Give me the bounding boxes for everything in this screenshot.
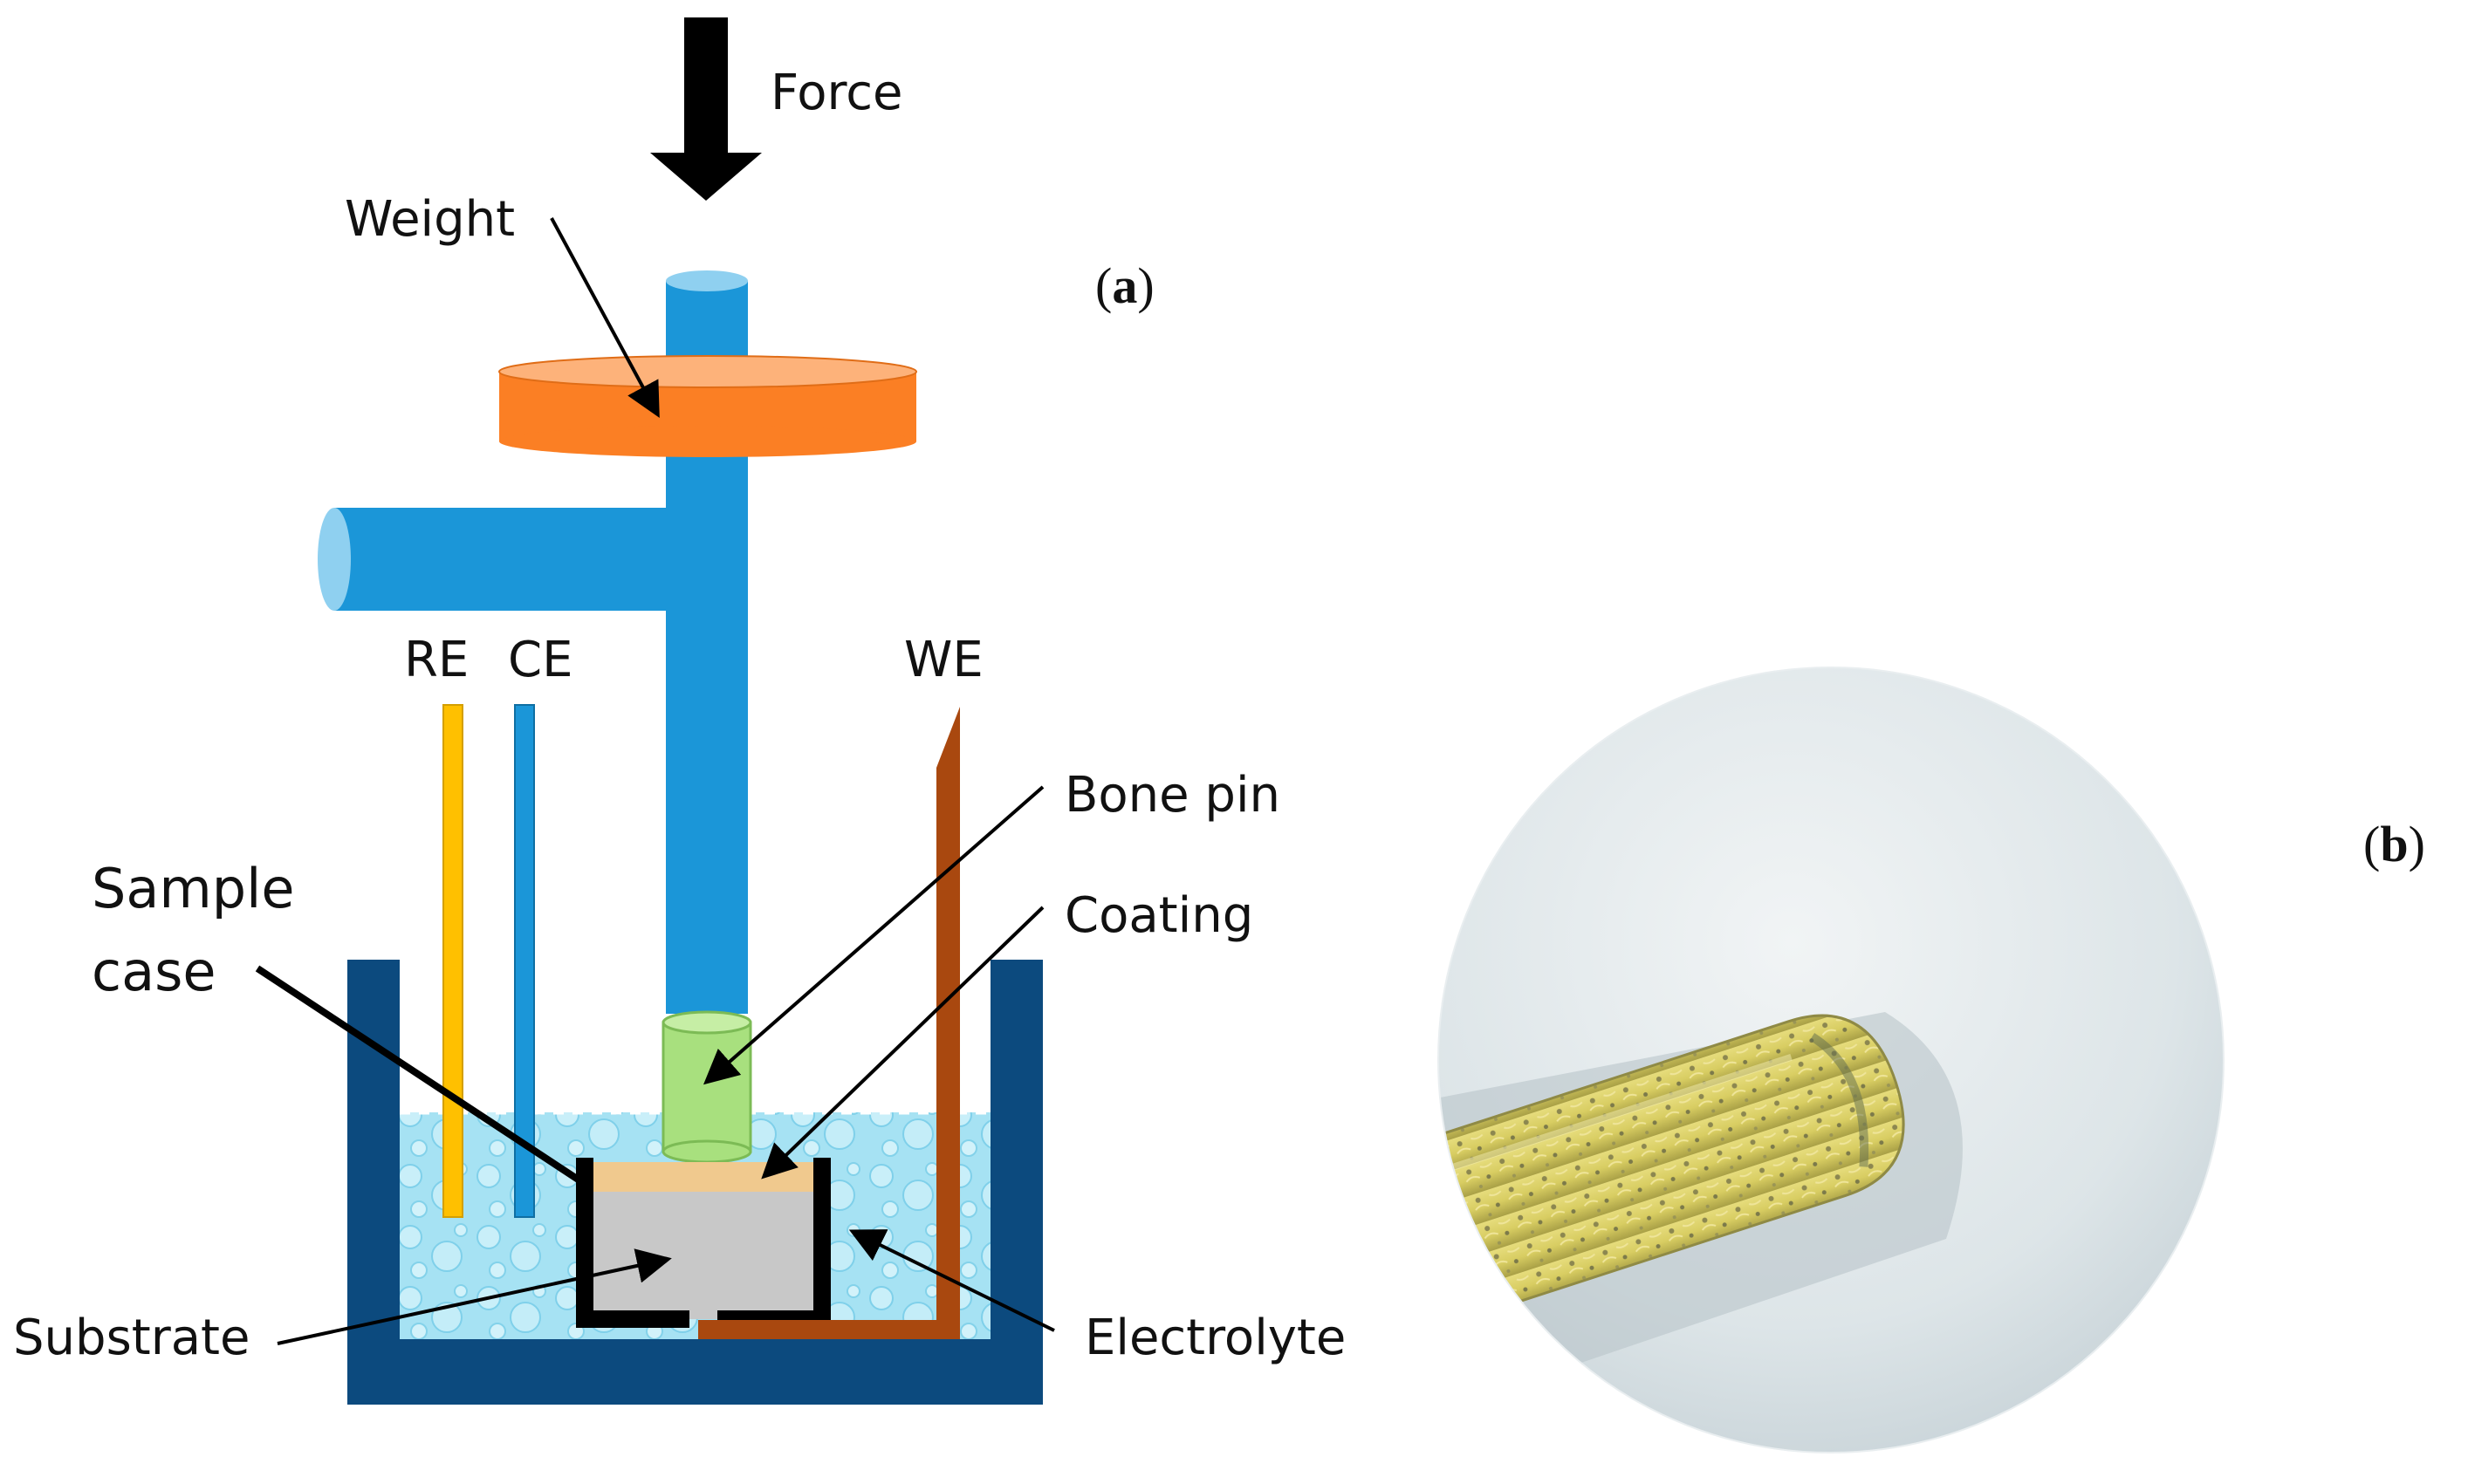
weight-label: Weight [345,191,515,248]
force-arrow [650,17,762,201]
panel-b-tag: (b) [2363,816,2425,872]
panel-a-diagram: Force Weight RE CE WE Bone pin Coating S… [13,17,1346,1405]
leader-lines [255,217,1055,1345]
panel-b-letter: b [2380,816,2408,872]
rod-horizontal-branch [318,508,666,611]
re-electrode [442,704,463,1218]
ce-electrode [514,704,535,1218]
substrate-leader [277,1248,672,1345]
photo-bone-pin [1438,1014,1905,1324]
force-label: Force [771,65,903,121]
weight-disc [498,355,917,457]
coating-leader [761,906,1045,1180]
bone-pin-leader [703,785,1045,1085]
tank [347,960,1043,1405]
panel-b-photo [1437,667,2225,1453]
re-label: RE [404,632,469,688]
panel-a-tag: (a) [1095,257,1155,314]
weight-leader [550,217,660,419]
bone-pin [662,1010,752,1164]
panel-a-open: ( [1095,257,1112,314]
electrolyte-label: Electrolyte [1085,1310,1346,1366]
sample-case-leader [255,965,582,1184]
sample-case-label-line2: case [92,940,216,1003]
sample-case [576,1158,831,1328]
panel-a-letter: a [1112,257,1137,314]
sample-case-label-line1: Sample [92,857,294,920]
electrolyte-leader [848,1229,1055,1332]
panel-b-open: ( [2363,816,2380,872]
substrate-label: Substrate [13,1310,250,1366]
we-label: WE [904,632,984,688]
panel-b-close: ) [2409,816,2425,872]
ce-label: CE [508,632,572,688]
coating-label: Coating [1065,887,1253,944]
panel-a-close: ) [1137,257,1154,314]
bone-pin-label: Bone pin [1065,767,1280,824]
